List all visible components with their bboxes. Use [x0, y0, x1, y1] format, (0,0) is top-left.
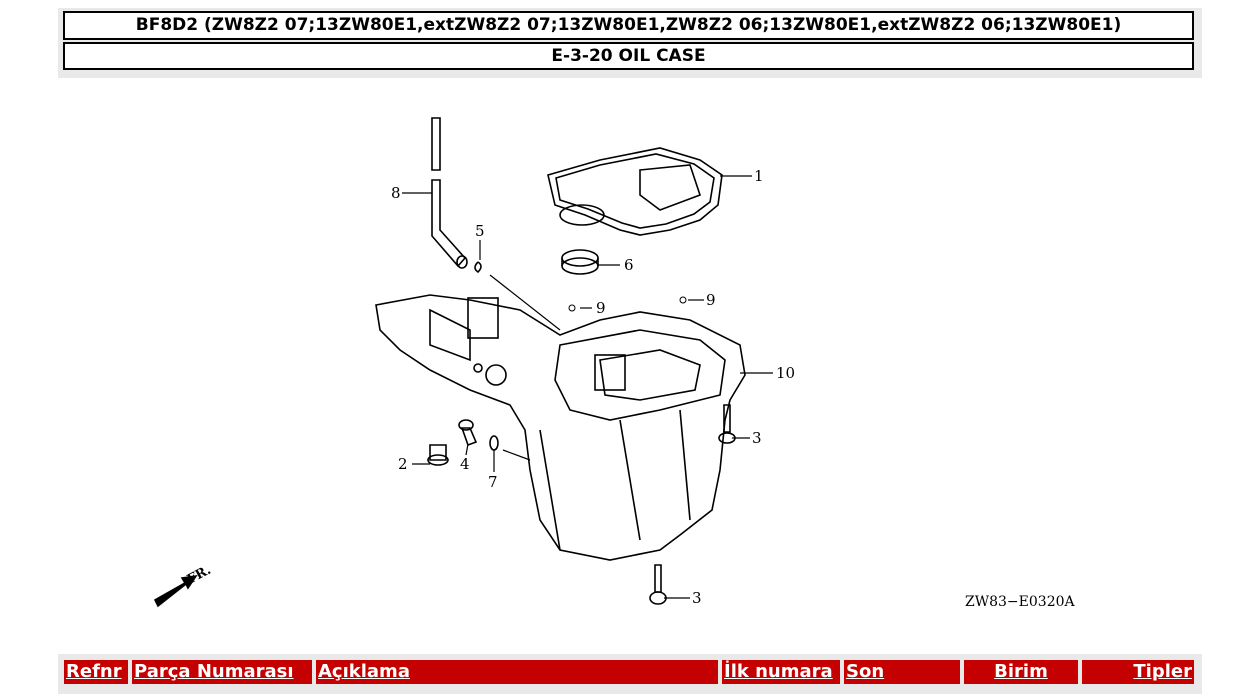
col-unit: Birim	[962, 658, 1080, 686]
sort-types-link[interactable]: Tipler	[1133, 661, 1192, 682]
col-first-number: İlk numara	[720, 658, 842, 686]
col-types: Tipler	[1080, 658, 1196, 686]
callout-2: 2	[398, 455, 408, 473]
col-description: Açıklama	[314, 658, 720, 686]
col-last: Son	[842, 658, 962, 686]
col-part-number: Parça Numarası	[130, 658, 314, 686]
front-arrow-icon	[153, 574, 198, 608]
callout-3b: 3	[692, 589, 702, 607]
drawing-code: ZW83−E0320A	[965, 594, 1076, 610]
oil-seal-part	[561, 249, 599, 275]
col-refnr: Refnr	[62, 658, 130, 686]
callout-9b: 9	[706, 291, 716, 309]
sort-description-link[interactable]: Açıklama	[318, 661, 410, 682]
bolt-part-4	[458, 419, 478, 447]
callout-3a: 3	[752, 429, 762, 447]
parts-diagram: 1 2 3 3 4 5 6 7 8 9 9 10 FR. ZW83−E0320A	[153, 117, 1076, 610]
oil-case-part	[375, 294, 746, 561]
sort-unit-link[interactable]: Birim	[994, 661, 1048, 682]
section-title: E-3-20 OIL CASE	[63, 42, 1194, 70]
gasket-part	[547, 147, 723, 236]
washer-part	[489, 435, 499, 451]
callout-4: 4	[460, 455, 470, 473]
sort-first-number-link[interactable]: İlk numara	[724, 661, 833, 682]
callout-9a: 9	[596, 299, 606, 317]
front-label: FR.	[185, 563, 214, 588]
sort-refnr-link[interactable]: Refnr	[66, 661, 122, 682]
callout-6: 6	[624, 256, 634, 274]
sort-last-link[interactable]: Son	[846, 661, 885, 682]
drain-plug-part	[427, 444, 449, 466]
sort-part-number-link[interactable]: Parça Numarası	[134, 661, 294, 682]
bolt-part-3b	[649, 564, 667, 605]
model-title: BF8D2 (ZW8Z2 07;13ZW80E1,extZW8Z2 07;13Z…	[63, 11, 1194, 40]
callout-7: 7	[488, 473, 498, 491]
callout-1: 1	[754, 167, 764, 185]
tube-part	[431, 117, 468, 269]
callout-10: 10	[776, 364, 795, 382]
callout-8: 8	[391, 184, 401, 202]
callout-5: 5	[475, 222, 485, 240]
